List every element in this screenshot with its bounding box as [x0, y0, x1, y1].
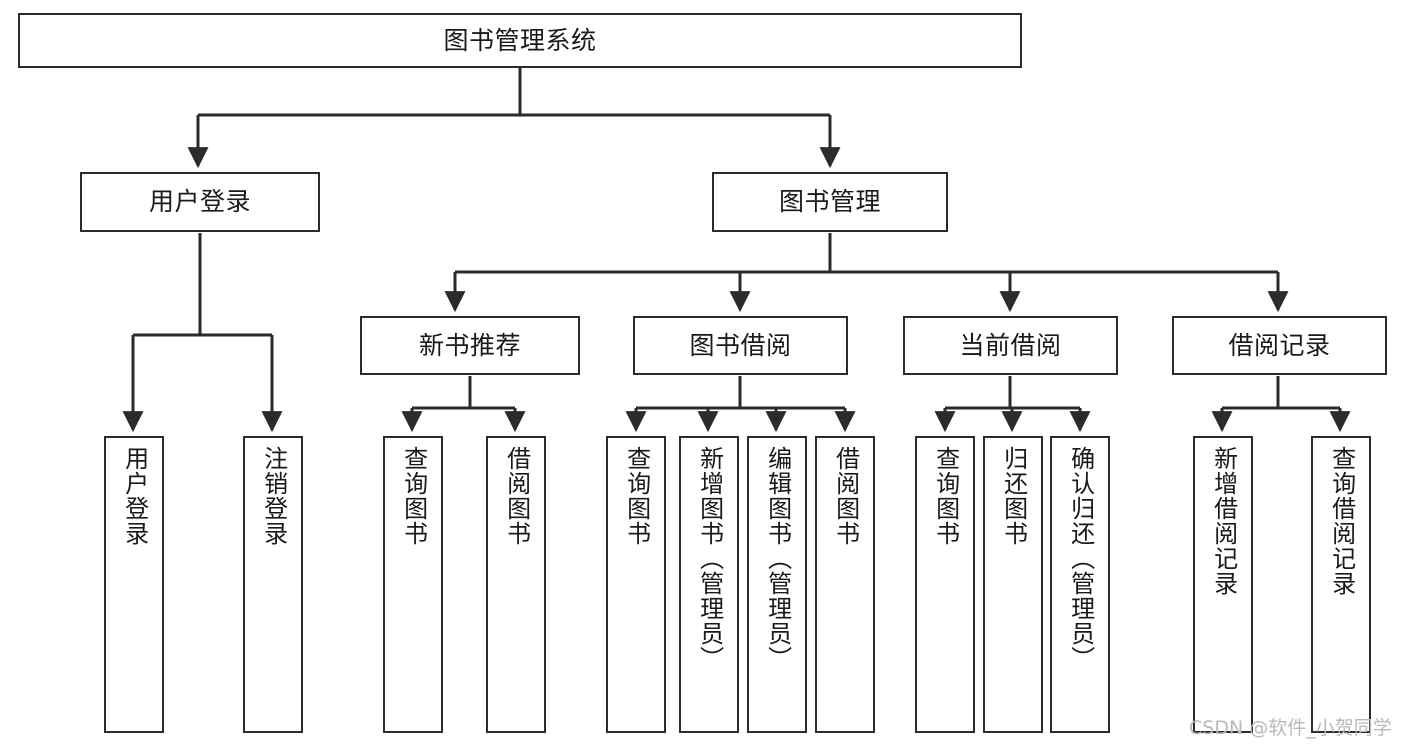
leaf-current-borrow-return-book[interactable]: 归还图书	[983, 436, 1043, 733]
node-label: 借阅记录	[1228, 330, 1331, 360]
node-label: 新增图书（管理员）	[695, 446, 724, 671]
node-user-login[interactable]: 用户登录	[80, 172, 320, 232]
leaf-new-book-borrow-book[interactable]: 借阅图书	[486, 436, 546, 733]
node-book-management[interactable]: 图书管理	[712, 172, 948, 232]
leaf-current-borrow-confirm-return-admin[interactable]: 确认归还（管理员）	[1050, 436, 1110, 733]
node-label: 当前借阅	[959, 330, 1062, 360]
node-new-book-recommend[interactable]: 新书推荐	[360, 316, 580, 375]
node-label: 归还图书	[999, 446, 1028, 546]
leaf-new-book-query-book[interactable]: 查询图书	[383, 436, 443, 733]
node-label: 借阅图书	[502, 446, 531, 546]
node-label: 查询图书	[622, 446, 651, 546]
leaf-book-borrow-add-book-admin[interactable]: 新增图书（管理员）	[679, 436, 739, 733]
node-label: 确认归还（管理员）	[1066, 446, 1095, 671]
leaf-borrow-record-add-record[interactable]: 新增借阅记录	[1193, 436, 1253, 733]
node-label: 图书管理系统	[443, 25, 597, 55]
node-book-borrow[interactable]: 图书借阅	[633, 316, 848, 375]
node-label: 查询图书	[931, 446, 960, 546]
node-root-book-management-system[interactable]: 图书管理系统	[18, 13, 1022, 68]
node-label: 图书借阅	[689, 330, 792, 360]
node-label: 编辑图书（管理员）	[763, 446, 792, 671]
leaf-book-borrow-edit-book-admin[interactable]: 编辑图书（管理员）	[747, 436, 807, 733]
leaf-book-borrow-borrow-book[interactable]: 借阅图书	[815, 436, 875, 733]
node-label: 图书管理	[778, 187, 881, 217]
leaf-book-borrow-query-book[interactable]: 查询图书	[606, 436, 666, 733]
node-label: 用户登录	[148, 187, 251, 217]
node-label: 查询图书	[399, 446, 428, 546]
leaf-logout[interactable]: 注销登录	[243, 436, 303, 733]
node-label: 借阅图书	[831, 446, 860, 546]
leaf-borrow-record-query-record[interactable]: 查询借阅记录	[1311, 436, 1371, 733]
watermark: CSDN @软件_小贺同学	[1189, 717, 1392, 739]
node-label: 用户登录	[120, 446, 149, 546]
node-label: 新书推荐	[418, 330, 521, 360]
leaf-current-borrow-query-book[interactable]: 查询图书	[915, 436, 975, 733]
node-label: 新增借阅记录	[1209, 446, 1238, 596]
node-current-borrow[interactable]: 当前借阅	[903, 316, 1118, 375]
leaf-user-login[interactable]: 用户登录	[104, 436, 164, 733]
node-label: 注销登录	[259, 446, 288, 546]
node-label: 查询借阅记录	[1327, 446, 1356, 596]
node-borrow-record[interactable]: 借阅记录	[1172, 316, 1387, 375]
